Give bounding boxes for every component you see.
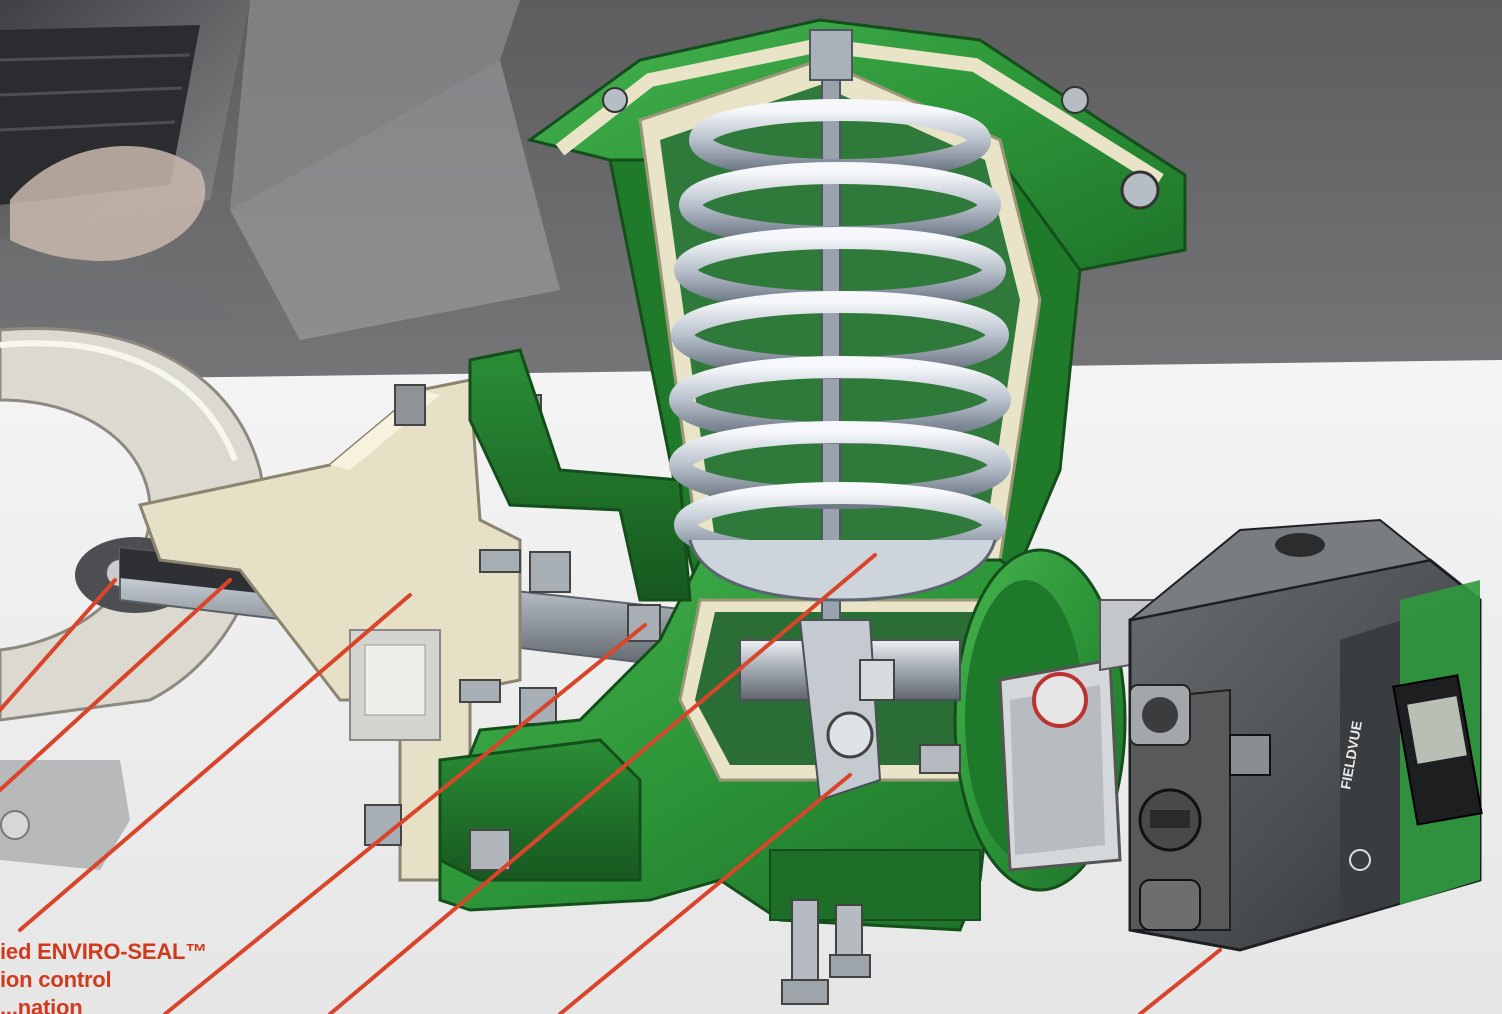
base-bolts <box>781 899 871 1005</box>
callout-leader-lines <box>0 553 1222 1014</box>
actuator-spring <box>669 29 1011 621</box>
laptop-photo <box>0 0 560 340</box>
callout-caption: ied ENVIRO-SEAL™ ion control ...nation <box>0 938 260 1014</box>
positioner-bracket <box>998 599 1161 872</box>
callout-line-1: ied ENVIRO-SEAL™ <box>0 939 208 964</box>
digital-positioner: FIELDVUE <box>1128 518 1483 952</box>
callout-line-3: ...nation <box>0 995 83 1014</box>
lever-linkage <box>739 619 961 802</box>
callout-line-2: ion control <box>0 967 112 992</box>
